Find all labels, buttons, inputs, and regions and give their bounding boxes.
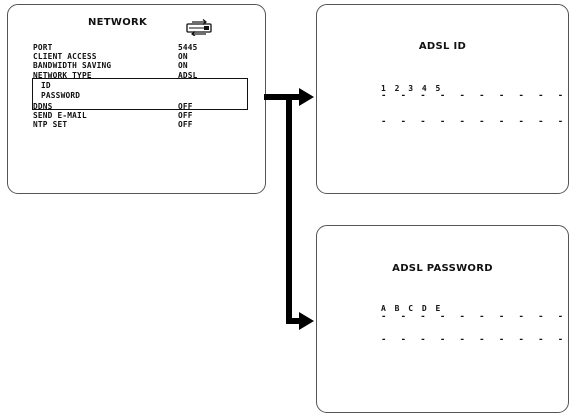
menu-row-bandwidth-saving[interactable]: BANDWIDTH SAVING ON [8,61,265,71]
menu-row-ddns[interactable]: DDNS OFF [8,102,265,112]
adsl-password-entry-line-1[interactable]: - - - - - - - - - - - [381,312,574,322]
menu-value: 5445 [178,43,198,52]
arrow-shaft-top [264,94,300,100]
menu-row-id[interactable]: ID [8,81,265,91]
network-type-selection-box [32,78,248,110]
menu-label: BANDWIDTH SAVING [33,61,112,70]
arrow-head-to-password [299,312,314,330]
adsl-password-value[interactable]: A B C D E [381,304,443,313]
menu-label: ID [41,81,51,90]
menu-value: OFF [178,120,193,129]
menu-label: SEND E-MAIL [33,111,87,120]
menu-value: OFF [178,111,193,120]
menu-row-ntp-set[interactable]: NTP SET OFF [8,120,265,130]
adsl-id-entry-line-1[interactable]: - - - - - - - - - - - [381,91,574,101]
menu-row-password[interactable]: PASSWORD [8,91,265,101]
adsl-id-panel: ADSL ID 1 2 3 4 5 - - - - - - - - - - - … [316,4,574,194]
menu-row-network-type[interactable]: NETWORK TYPE ADSL [8,71,265,81]
network-transfer-icon [186,19,212,36]
adsl-id-entry-line-2[interactable]: - - - - - - - - - - - [381,117,574,127]
menu-value: OFF [178,102,193,111]
arrow-vertical-connector [286,97,292,321]
menu-row-client-access[interactable]: CLIENT ACCESS ON [8,52,265,62]
menu-value: ON [178,52,188,61]
adsl-password-entry-line-2[interactable]: - - - - - - - - - - - [381,335,574,345]
menu-label: PASSWORD [41,91,81,100]
menu-value: ADSL [178,71,198,80]
menu-row-send-email[interactable]: SEND E-MAIL OFF [8,111,265,121]
menu-label: DDNS [33,102,53,111]
network-menu-panel: NETWORK PORT 5445 CLIENT ACCESS ON BANDW… [7,4,266,194]
arrow-head-to-id [299,88,314,106]
menu-row-port[interactable]: PORT 5445 [8,43,265,53]
menu-label: NETWORK TYPE [33,71,92,80]
adsl-id-value[interactable]: 1 2 3 4 5 [381,84,443,93]
menu-label: PORT [33,43,53,52]
adsl-id-title: ADSL ID [418,41,467,52]
menu-label: CLIENT ACCESS [33,52,97,61]
network-menu-title: NETWORK [88,17,148,28]
adsl-password-panel: ADSL PASSWORD A B C D E - - - - - - - - … [316,225,574,413]
arrow-shaft-bottom [286,318,300,324]
menu-label: NTP SET [33,120,68,129]
adsl-password-title: ADSL PASSWORD [392,263,493,274]
menu-value: ON [178,61,188,70]
